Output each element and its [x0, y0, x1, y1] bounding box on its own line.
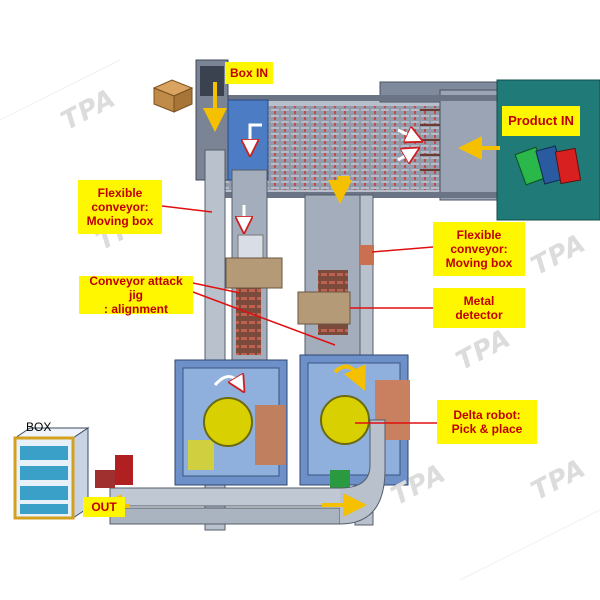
label-product-in: Product IN — [502, 106, 580, 136]
label-conveyor-attack-jig: Conveyor attack jig : alignment — [79, 276, 193, 314]
left-delta-robot — [204, 398, 252, 446]
label-delta-robot: Delta robot: Pick & place — [437, 400, 537, 444]
right-delta-robot — [321, 396, 369, 444]
label-out: OUT — [83, 497, 125, 517]
cardboard-box-icon — [154, 80, 192, 112]
label-flexible-conveyor-right: Flexible conveyor: Moving box — [433, 222, 525, 276]
product-packages-icon — [515, 146, 580, 185]
label-box-in: Box IN — [225, 62, 273, 84]
packed-box-icon — [15, 428, 88, 518]
left-carton — [226, 258, 282, 288]
label-metal-detector: Metal detector — [433, 288, 525, 328]
right-carton — [298, 292, 350, 324]
label-box: BOX — [26, 420, 51, 434]
label-flexible-conveyor-left: Flexible conveyor: Moving box — [78, 180, 162, 234]
